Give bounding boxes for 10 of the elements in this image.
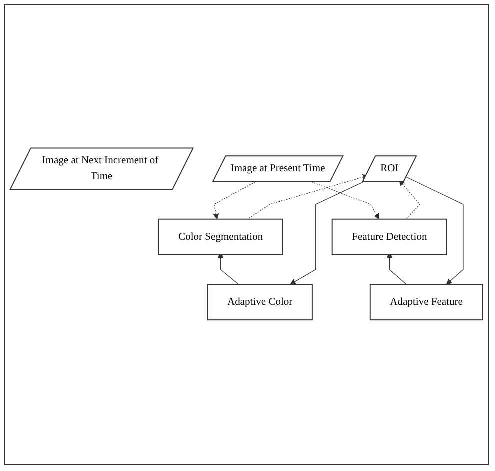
arrow (399, 180, 420, 220)
arrow (406, 177, 464, 286)
node-box (332, 219, 448, 256)
arrow (312, 182, 380, 220)
node-box (370, 284, 484, 321)
node-box (207, 284, 313, 321)
arrow (213, 182, 256, 220)
arrow (290, 182, 364, 286)
flowchart: Image at Next Increment of Time Image at Present Time ROI Color Segmentation Feature Detection Adaptive Color Adaptive Feature (5, 143, 488, 326)
node-box (158, 219, 284, 256)
